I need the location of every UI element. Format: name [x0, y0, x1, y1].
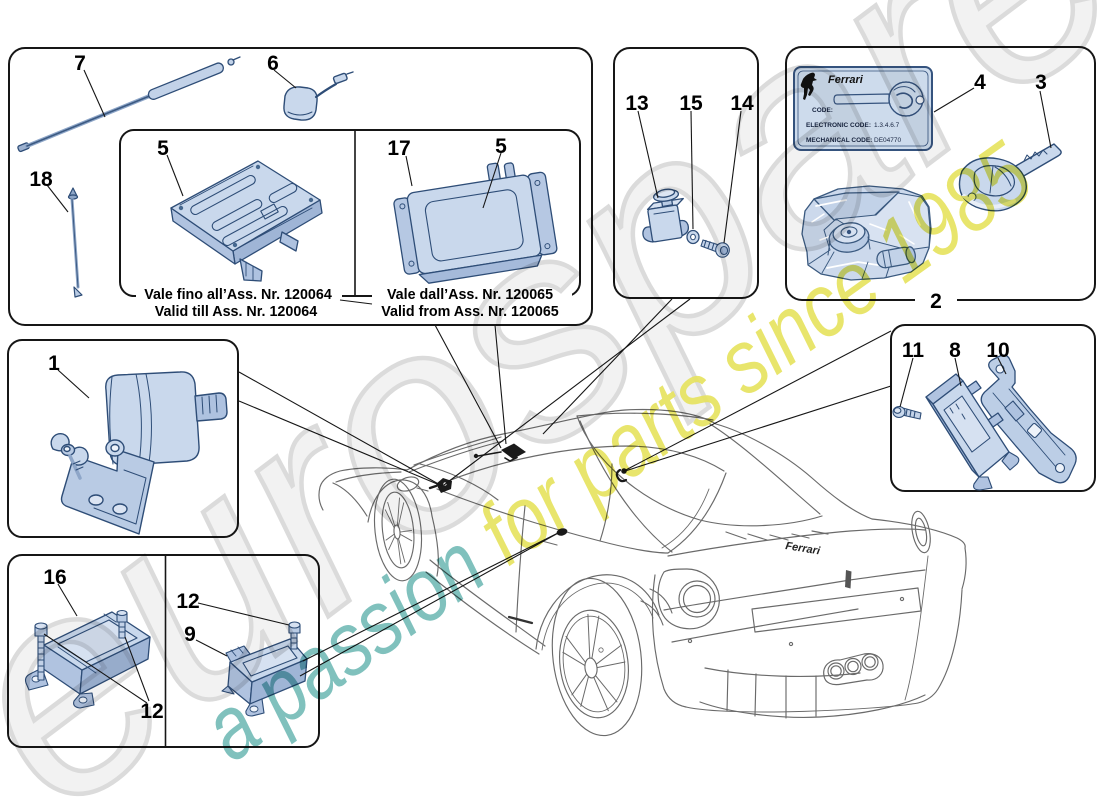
svg-text:16: 16 [43, 566, 66, 589]
svg-text:15: 15 [679, 92, 703, 115]
svg-text:CODE:: CODE: [812, 107, 833, 114]
svg-text:10: 10 [986, 339, 1009, 362]
svg-text:1: 1 [48, 352, 60, 375]
svg-text:Vale dall’Ass. Nr. 120065: Vale dall’Ass. Nr. 120065 [387, 287, 553, 303]
svg-text:1.3.4.6.7: 1.3.4.6.7 [874, 122, 900, 129]
svg-text:5: 5 [157, 137, 169, 160]
svg-text:4: 4 [974, 71, 986, 94]
svg-text:11: 11 [902, 339, 925, 362]
svg-text:8: 8 [949, 339, 961, 362]
svg-text:17: 17 [387, 137, 410, 160]
svg-text:3: 3 [1035, 71, 1047, 94]
svg-text:6: 6 [267, 52, 279, 75]
svg-text:7: 7 [74, 52, 86, 75]
svg-text:Valid till Ass. Nr. 120064: Valid till Ass. Nr. 120064 [155, 304, 317, 320]
svg-text:ELECTRONIC CODE:: ELECTRONIC CODE: [806, 122, 871, 129]
svg-text:Ferrari: Ferrari [828, 74, 864, 86]
svg-text:14: 14 [730, 92, 754, 115]
svg-text:Ferrari: Ferrari [785, 540, 822, 557]
svg-text:18: 18 [29, 168, 53, 191]
svg-text:2: 2 [930, 290, 942, 313]
svg-text:MECHANICAL CODE:: MECHANICAL CODE: [806, 137, 872, 144]
svg-text:Vale fino all’Ass. Nr. 120064: Vale fino all’Ass. Nr. 120064 [144, 287, 332, 303]
svg-text:9: 9 [184, 623, 196, 646]
svg-text:DE04770: DE04770 [874, 137, 901, 144]
svg-text:5: 5 [495, 135, 507, 158]
svg-text:12: 12 [140, 700, 163, 723]
svg-text:12: 12 [176, 590, 199, 613]
svg-text:Valid from Ass. Nr. 120065: Valid from Ass. Nr. 120065 [381, 304, 559, 320]
svg-text:13: 13 [625, 92, 648, 115]
